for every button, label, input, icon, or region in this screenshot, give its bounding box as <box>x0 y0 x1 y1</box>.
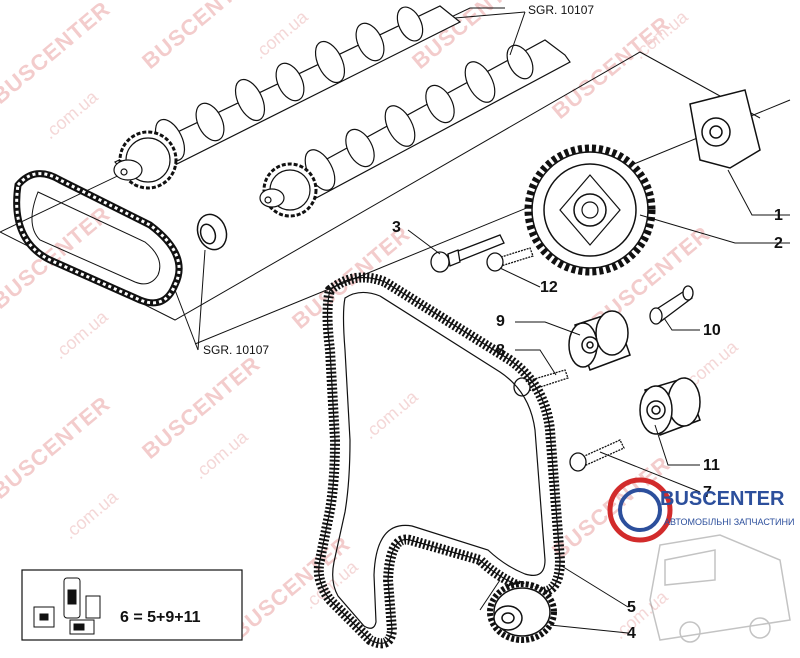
callout-10: 10 <box>703 322 721 339</box>
callout-8: 8 <box>496 342 505 359</box>
logo-circle-inner <box>618 488 662 532</box>
stud-10 <box>649 285 694 325</box>
watermark-layer: BUSCENTER BUSCENTER BUSCENTER BUSCENTER … <box>0 0 752 644</box>
callout-11: 11 <box>703 457 720 474</box>
bus-silhouette <box>649 534 791 643</box>
logo-tagline: АВТОМОБІЛЬНІ ЗАПЧАСТИНИ <box>664 517 794 527</box>
camshaft-pulley <box>524 144 656 276</box>
camshaft-upper <box>113 5 462 190</box>
buscenter-logo: BUSCENTER АВТОМОБІЛЬНІ ЗАПЧАСТИНИ <box>607 477 794 643</box>
logo-name: BUSCENTER <box>660 488 785 510</box>
watermark-text: BUSCENTER <box>137 351 265 464</box>
callout-12: 12 <box>540 279 558 296</box>
callout-4: 4 <box>627 625 636 642</box>
cover-plate <box>689 89 761 169</box>
watermark-text: .com.ua <box>50 306 113 363</box>
callout-3: 3 <box>392 219 401 236</box>
bolt-3 <box>430 234 505 273</box>
timing-belt <box>313 272 566 649</box>
callout-7: 7 <box>703 484 712 501</box>
bolt-12 <box>486 247 534 272</box>
watermark-text: BUSCENTER <box>137 0 265 74</box>
bolt-7 <box>569 439 625 472</box>
logo-circle <box>607 477 673 543</box>
watermark-text: .com.ua <box>610 586 673 643</box>
reference-label-top: SGR. 10107 <box>528 3 594 17</box>
watermark-text: .com.ua <box>60 486 123 543</box>
kit-box: 6 = 5+9+11 <box>21 569 243 641</box>
timing-chain <box>13 170 183 307</box>
camshaft-lower <box>259 39 571 218</box>
seal-ring <box>196 213 228 251</box>
tensioner-roller <box>568 310 631 371</box>
watermark-text: .com.ua <box>250 6 313 63</box>
watermark-text: BUSCENTER <box>0 391 115 504</box>
reference-label-left: SGR. 10107 <box>203 343 269 357</box>
watermark-text: BUSCENTER <box>0 0 115 109</box>
crankshaft-pulley <box>487 581 557 643</box>
idler-roller <box>639 377 701 436</box>
watermark-text: .com.ua <box>40 86 103 143</box>
callout-9: 9 <box>496 313 505 330</box>
kit-composition: 6 = 5+9+11 <box>120 609 201 626</box>
leader-lines <box>174 11 790 634</box>
callout-1: 1 <box>774 207 783 224</box>
callout-2: 2 <box>774 235 783 252</box>
watermark-text: .com.ua <box>190 426 253 483</box>
kit-icon <box>33 577 101 635</box>
callout-5: 5 <box>627 599 636 616</box>
watermark-text: .com.ua <box>360 386 423 443</box>
